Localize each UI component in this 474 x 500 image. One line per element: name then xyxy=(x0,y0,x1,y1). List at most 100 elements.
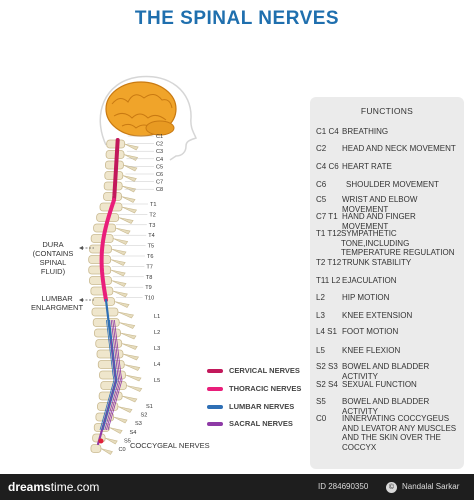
vertebra-label: C2 xyxy=(156,142,163,148)
vertebra xyxy=(89,276,112,285)
vertebra-label: T10 xyxy=(145,296,155,302)
spinous-process xyxy=(113,416,128,424)
vertebra-label: S3 xyxy=(135,421,142,427)
vertebra-label: C3 xyxy=(156,149,163,155)
spinous-process xyxy=(110,259,126,266)
function-level: C4 C6 xyxy=(316,162,339,171)
function-text: HIP MOTION xyxy=(342,293,390,302)
function-level: L5 xyxy=(316,346,325,355)
function-text: TRUNK STABILITY xyxy=(342,258,412,267)
function-level: T1 T12 xyxy=(316,229,342,238)
vertebra-label: T7 xyxy=(146,264,153,270)
function-level: S2 S4 xyxy=(316,380,338,389)
cauda-fiber xyxy=(106,319,121,431)
cauda-fiber xyxy=(107,319,123,431)
function-text: SYMPATHETIC TONE,INCLUDING TEMPERATURE R… xyxy=(341,229,455,257)
legend-label: SACRAL NERVES xyxy=(229,419,293,428)
vertebra-label: T6 xyxy=(147,254,154,260)
function-level: C6 xyxy=(316,180,327,189)
spinal-cord xyxy=(96,138,123,446)
functions-panel xyxy=(310,97,464,469)
function-level: L3 xyxy=(316,311,325,320)
coccygeal-marker xyxy=(98,438,104,444)
vertebra-label: L2 xyxy=(154,330,160,336)
spinous-process xyxy=(122,353,139,361)
spinous-process xyxy=(118,217,134,224)
function-level: C2 xyxy=(316,144,327,153)
spinous-process xyxy=(121,196,136,203)
copyright-icon: © xyxy=(386,482,397,493)
vertebra xyxy=(91,307,119,317)
watermark-logo: dreamstime.com xyxy=(8,480,100,494)
function-text: KNEE EXTENSION xyxy=(342,311,413,320)
function-level: S2 S3 xyxy=(316,362,338,371)
spinous-process xyxy=(122,395,138,403)
vertebra-label: C4 xyxy=(156,157,163,163)
vertebra-label: L5 xyxy=(154,378,160,384)
vertebra-label: S5 xyxy=(124,438,131,444)
head-outline xyxy=(99,75,197,161)
brain-icon xyxy=(105,81,177,137)
function-level: S5 xyxy=(316,397,326,406)
function-text: SEXUAL FUNCTION xyxy=(342,380,417,389)
spinous-process xyxy=(113,238,129,245)
vertebra-label: L4 xyxy=(154,362,160,368)
functions-heading: FUNCTIONS xyxy=(360,106,414,116)
spinous-process xyxy=(123,154,139,161)
spinous-process xyxy=(123,164,138,172)
vertebra-label: T9 xyxy=(145,285,152,291)
cauda-fiber xyxy=(102,319,118,431)
vertebra-label: S2 xyxy=(141,413,148,419)
dura-arrow xyxy=(79,246,94,250)
vertebra-label: T8 xyxy=(146,275,153,281)
function-text: BREATHING xyxy=(342,127,389,136)
spinous-process xyxy=(124,143,139,151)
spinous-process xyxy=(117,311,134,319)
dura-label: DURA (CONTAINS SPINAL FLUID) xyxy=(32,240,74,276)
vertebra xyxy=(90,444,102,453)
page-title: THE SPINAL NERVES xyxy=(134,8,340,29)
author-name: Nandalal Sarkar xyxy=(402,482,460,491)
vertebra xyxy=(90,286,114,296)
cauda-fiber xyxy=(99,319,115,431)
function-text: INNERVATING COCCYGEUS AND LEVATOR ANY MU… xyxy=(342,414,457,452)
vertebra-labels: C1C2C3C4C5C6C7C8T1T2T3T4T5T6T7T8T9T10L1L… xyxy=(111,134,163,453)
function-level: C0 xyxy=(316,414,327,423)
lumbar-arrow xyxy=(79,298,94,302)
legend-swatch xyxy=(207,387,223,391)
vertebra-label: S1 xyxy=(146,404,153,410)
spinous-process xyxy=(114,301,130,308)
function-text: WRIST AND ELBOW MOVEMENT xyxy=(342,195,418,214)
lumbar-enlargement-label: LUMBAR ENLARGMENT xyxy=(30,294,84,312)
spinous-process xyxy=(124,364,141,371)
legend-label: LUMBAR NERVES xyxy=(229,402,295,411)
cord-segment xyxy=(99,198,116,302)
function-text: KNEE FLEXION xyxy=(342,346,401,355)
function-level: C7 T1 xyxy=(316,212,338,221)
function-level: C1 C4 xyxy=(316,127,339,136)
vertebra-label: C5 xyxy=(156,164,163,170)
vertebra-label: C7 xyxy=(156,180,163,186)
spinous-process xyxy=(112,290,128,298)
vertebra-label: L3 xyxy=(154,346,160,352)
vertebra-label: C0 xyxy=(119,447,126,453)
spinous-process xyxy=(126,385,143,392)
function-level: T2 T12 xyxy=(316,258,342,267)
cauda-fiber xyxy=(101,319,117,431)
function-text: FOOT MOTION xyxy=(342,327,399,336)
legend-label: THORACIC NERVES xyxy=(229,384,302,393)
vertebra-label: L1 xyxy=(154,314,160,320)
spinous-process xyxy=(111,280,127,287)
vertebra xyxy=(88,265,112,275)
legend-swatch xyxy=(207,422,223,426)
spinous-process xyxy=(119,322,136,329)
spinous-process xyxy=(110,269,126,277)
function-level: C5 xyxy=(316,195,327,204)
function-text: SHOULDER MOVEMENT xyxy=(346,180,439,189)
function-level: L2 xyxy=(316,293,325,302)
spinous-process xyxy=(121,206,138,214)
vertebra-label: C1 xyxy=(156,134,163,140)
vertebra-label: S4 xyxy=(130,430,137,436)
vertebra-label: C8 xyxy=(156,187,163,193)
cord-segment xyxy=(112,138,120,202)
